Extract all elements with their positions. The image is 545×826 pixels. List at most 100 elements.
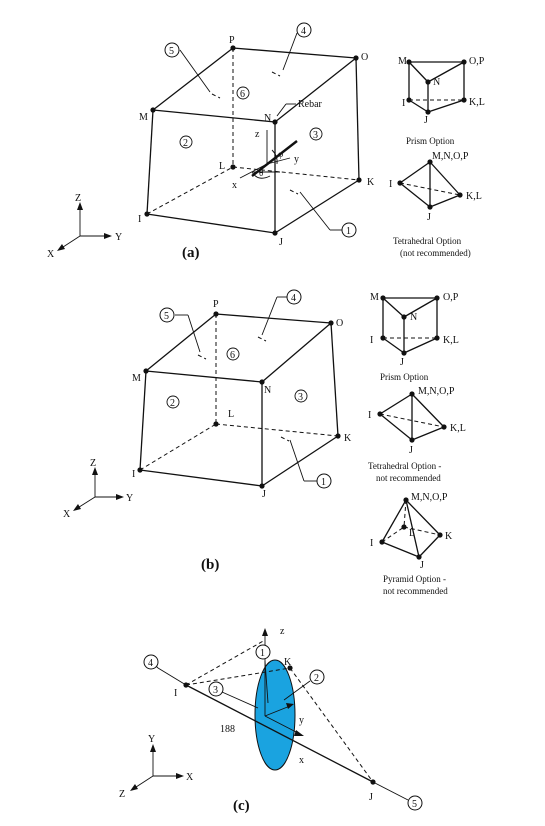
- face-number: 2: [183, 138, 188, 149]
- prism-node-n: N: [433, 77, 440, 88]
- face-markers-c: 4 1 2 3 5: [143, 644, 423, 811]
- panel-caption-c: (c): [233, 798, 250, 814]
- brick-a: [146, 47, 360, 234]
- global-axis-z: Z: [119, 789, 125, 800]
- rebar-a: [251, 140, 298, 177]
- prism-caption-a: Prism Option: [406, 136, 455, 146]
- tetra-node-mnop: M,N,O,P: [418, 386, 455, 397]
- tetra-option-a: M,N,O,P I K,L J Tetrahedral Option (not …: [389, 151, 482, 258]
- local-axis-z: z: [280, 626, 285, 637]
- node-label-k: K: [284, 657, 292, 668]
- local-axis-y: y: [294, 154, 299, 165]
- prism-option-b: M O,P N I K,L J Prism Option: [370, 292, 459, 382]
- pyramid-caption-1: Pyramid Option -: [383, 574, 446, 584]
- face-number: 3: [213, 685, 218, 696]
- tetra-caption-b-2: not recommended: [376, 473, 441, 483]
- pyramid-node-l: L: [409, 528, 415, 539]
- node-label-i: I: [138, 214, 141, 225]
- tetra-caption-b-1: Tetrahedral Option -: [368, 461, 441, 471]
- face-number: 4: [301, 26, 306, 37]
- prism-node-i: I: [370, 335, 373, 346]
- node-label-l: L: [219, 161, 225, 172]
- node-label-i: I: [174, 688, 177, 699]
- panel-c: I J K z y x 188 4 1 2 3 5 Y X Z: [119, 626, 423, 814]
- global-axis-z: Z: [90, 458, 96, 469]
- prism-node-kl: K,L: [469, 97, 485, 108]
- global-axis-y: Y: [115, 232, 122, 243]
- global-axis-x: X: [47, 249, 55, 260]
- theta-label: θ: [259, 168, 263, 178]
- node-label-k: K: [344, 433, 352, 444]
- brick-b: [139, 313, 339, 487]
- global-axes-b: Z Y X: [63, 458, 133, 520]
- pyramid-node-i: I: [370, 538, 373, 549]
- tetra-node-i: I: [368, 410, 371, 421]
- node-label-j: J: [369, 792, 373, 803]
- node-label-k: K: [367, 177, 375, 188]
- prism-node-i: I: [402, 98, 405, 109]
- global-axis-x: X: [63, 509, 71, 520]
- prism-node-j: J: [424, 115, 428, 126]
- node-label-j: J: [262, 489, 266, 500]
- pyramid-node-k: K: [445, 531, 453, 542]
- prism-node-op: O,P: [469, 56, 485, 67]
- node-label-p: P: [229, 35, 235, 46]
- face-number: 5: [169, 46, 174, 57]
- prism-node-kl: K,L: [443, 335, 459, 346]
- panel-caption-a: (a): [182, 245, 200, 261]
- face-number: 3: [298, 392, 303, 403]
- face-markers-b: 5 4 6 2 3 1: [159, 289, 332, 489]
- node-label-l: L: [228, 409, 234, 420]
- local-axis-x: x: [299, 755, 304, 766]
- prism-option-a: M O,P N I K,L J Prism Option: [398, 56, 485, 146]
- pyramid-node-j: J: [420, 560, 424, 571]
- node-label-m: M: [132, 373, 141, 384]
- pyramid-caption-2: not recommended: [383, 586, 448, 596]
- face-number: 2: [314, 673, 319, 684]
- tetra-caption-a-1: Tetrahedral Option: [393, 236, 462, 246]
- tetra-node-kl: K,L: [450, 423, 466, 434]
- tetra-option-b: M,N,O,P I K,L J Tetrahedral Option - not…: [368, 386, 466, 483]
- node-label-n: N: [264, 385, 271, 396]
- face-number: 6: [230, 350, 235, 361]
- face-number: 1: [260, 648, 265, 659]
- global-axis-x: X: [186, 772, 194, 783]
- panel-b: P O M N L K I J 5 4 6 2 3 1 Z: [63, 289, 466, 596]
- prism-node-op: O,P: [443, 292, 459, 303]
- face-number: 4: [291, 293, 296, 304]
- prism-caption-b: Prism Option: [380, 372, 429, 382]
- face-number: 4: [148, 658, 153, 669]
- node-label-m: M: [139, 112, 148, 123]
- panel-a: P O M N L K I J 5 4 6 2 3 1 Rebar z y x …: [47, 22, 485, 261]
- face-markers-a: 5 4 6 2 3 1: [164, 22, 357, 238]
- face-number: 3: [313, 130, 318, 141]
- rebar-label: Rebar: [298, 99, 323, 110]
- node-label-i: I: [132, 469, 135, 480]
- tetra-node-j: J: [409, 445, 413, 456]
- face-number: 6: [240, 89, 245, 100]
- nodes-b: [137, 311, 341, 489]
- local-axis-x: x: [232, 180, 237, 191]
- node-label-o: O: [336, 318, 343, 329]
- panel-caption-b: (b): [201, 557, 219, 573]
- global-axis-y: Y: [126, 493, 133, 504]
- face-number: 1: [321, 477, 326, 488]
- cross-section-ellipse: [254, 659, 296, 771]
- node-label-j: J: [279, 237, 283, 248]
- pyramid-option-b: M,N,O,P I L K J Pyramid Option - not rec…: [370, 492, 453, 596]
- prism-node-m: M: [370, 292, 379, 303]
- node-label-p: P: [213, 299, 219, 310]
- tetra-node-kl: K,L: [466, 191, 482, 202]
- global-axis-y: Y: [148, 734, 155, 745]
- global-axis-z: Z: [75, 193, 81, 204]
- prism-node-j: J: [400, 357, 404, 368]
- tetra-caption-a-2: (not recommended): [400, 248, 471, 258]
- pyramid-node-mnop: M,N,O,P: [411, 492, 448, 503]
- tetra-node-j: J: [427, 212, 431, 223]
- nodes-a: [144, 45, 362, 236]
- global-axes-c: Y X Z: [119, 734, 194, 800]
- face-number: 5: [412, 799, 417, 810]
- face-number: 2: [170, 398, 175, 409]
- local-axis-y: y: [299, 715, 304, 726]
